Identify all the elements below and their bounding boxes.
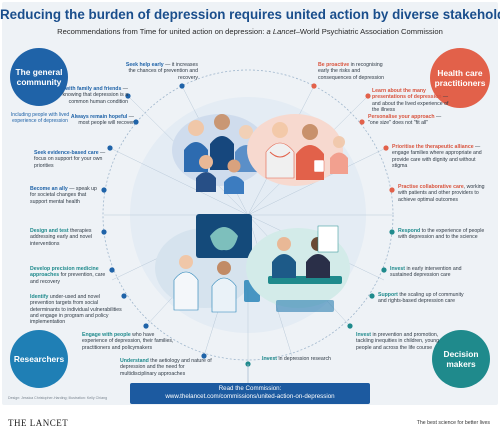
label-text: — most people will recover [78,114,134,127]
label-understand-aetiology: Understand the aetiology and nature of d… [120,358,212,377]
label-respond: Respond to the experience of people with… [398,228,488,241]
label-text: — engage families where appropriate and … [392,144,482,169]
label-highlight: Invest [262,356,277,362]
label-highlight: Become an ally [30,186,68,192]
page-subtitle: Recommendations from Time for united act… [0,27,500,36]
label-text: — "one size" does not "fit all" [368,114,442,127]
read-commission-url[interactable]: www.thelancet.com/commissions/united-act… [165,393,335,401]
label-highlight: Invest [356,332,371,338]
label-text: — focus on support for your own prioriti… [34,150,106,169]
label-personalise-approach: Personalise your approach — "one size" d… [368,114,448,127]
label-talk-with-family: Talk with family and friends — knowing t… [48,86,128,105]
label-text: in recognising early the risks and conse… [318,62,385,81]
label-highlight: Practise collaborative care [398,184,464,190]
label-seek-evidence-based-care: Seek evidence-based care — focus on supp… [34,150,106,169]
practitioners-bubble: Health care practitioners [430,48,490,108]
label-engage-with-people: Engage with people who have experience o… [82,332,174,351]
label-highlight: Seek help early [125,62,164,68]
label-text: under-used and novel prevention targets … [30,294,122,326]
label-highlight: Develop precision medicine approaches [30,266,99,279]
community-people-illustration [172,114,268,194]
label-text: for prevention, care and recovery [30,272,106,285]
label-highlight: Be proactive [318,62,350,68]
design-credit: Design: Jessica Christopher-Harding; Ill… [8,396,108,400]
subtitle-part-3: –World Psychiatric Association Commissio… [295,27,443,36]
footer-tagline: The best science for better lives [416,420,490,426]
label-text: in early intervention and sustained depr… [390,266,462,279]
label-highlight: Talk with family and friends [53,86,122,92]
label-highlight: Support [378,292,398,298]
label-highlight: Identify [30,294,49,300]
label-become-an-ally: Become an ally — speak up for societal c… [30,186,102,205]
researchers-bubble: Researchers [10,330,68,388]
label-invest-early-intervention: Invest in early intervention and sustain… [390,266,470,279]
label-invest-research: Invest in depression research [262,356,338,362]
label-seek-help-early: Seek help early — it increases the chanc… [124,62,198,81]
researchers-illustration [155,214,260,313]
page-title: Reducing the burden of depression requir… [0,7,500,22]
label-be-proactive: Be proactive in recognising early the ri… [318,62,394,81]
label-text: therapies addressing early and novel int… [30,228,93,247]
label-learn-presentations: Learn about the many presentations of de… [372,88,456,113]
label-remain-hopeful: Always remain hopeful — most people will… [64,114,134,127]
decision-makers-illustration [246,225,350,312]
label-text: in depression research [277,356,331,362]
label-text: who have experience of depression, their… [82,332,174,351]
label-highlight: Engage with people [82,332,131,338]
label-text: the aetiology and nature of depression a… [120,358,212,377]
label-collaborative-care: Practise collaborative care, working wit… [398,184,490,203]
read-commission-box[interactable]: Read the Commission: www.thelancet.com/c… [130,383,370,404]
label-precision-medicine: Develop precision medicine approaches fo… [30,266,110,285]
practitioners-title: Health care practitioners [434,68,486,88]
label-therapeutic-alliance: Prioritise the therapeutic alliance — en… [392,144,488,169]
label-highlight: Personalise your approach [368,114,435,120]
read-commission-label: Read the Commission: [218,385,282,392]
label-text: , working with patients and other provid… [398,184,485,203]
label-identify-targets: Identify under-used and novel prevention… [30,294,122,325]
label-text: in prevention and promotion, tackling in… [356,332,440,351]
label-highlight: Understand [120,358,149,364]
label-design-and-test: Design and test therapies addressing ear… [30,228,102,247]
label-text: — it increases the chances of prevention… [128,62,198,81]
subtitle-part-2: a Lancet [266,27,296,36]
label-highlight: Prioritise the therapeutic alliance [392,144,474,150]
researchers-title: Researchers [13,354,65,364]
label-highlight: Respond [398,228,421,234]
label-highlight: Invest [390,266,405,272]
label-text: — knowing that depression is a common hu… [62,86,128,105]
label-highlight: Always remain hopeful [70,114,128,120]
label-text: to the experience of people with depress… [398,228,485,241]
label-highlight: Learn about the many presentations of de… [372,88,442,101]
decision-makers-title: Decision makers [443,349,479,369]
label-text: — and about the lived experience of the … [372,94,449,113]
general-community-subtitle: Including people with lived experience o… [10,112,70,125]
lancet-logo: THE LANCET [8,418,69,428]
label-text: — speak up for societal changes that sup… [30,186,97,205]
connector-dots [101,83,395,367]
decision-makers-bubble: Decision makers [432,330,490,388]
label-highlight: Design and test [30,228,69,234]
label-invest-prevention: Invest in prevention and promotion, tack… [356,332,452,351]
general-community-bubble: The general community [10,48,68,106]
practitioners-illustration [247,114,348,186]
label-support-scaling-up: Support the scaling up of community and … [378,292,468,305]
subtitle-part-1: Recommendations from Time for united act… [57,27,267,36]
general-community-title: The general community [15,67,63,87]
label-highlight: Seek evidence-based care [34,150,99,156]
label-text: the scaling up of community and rights-b… [378,292,464,305]
